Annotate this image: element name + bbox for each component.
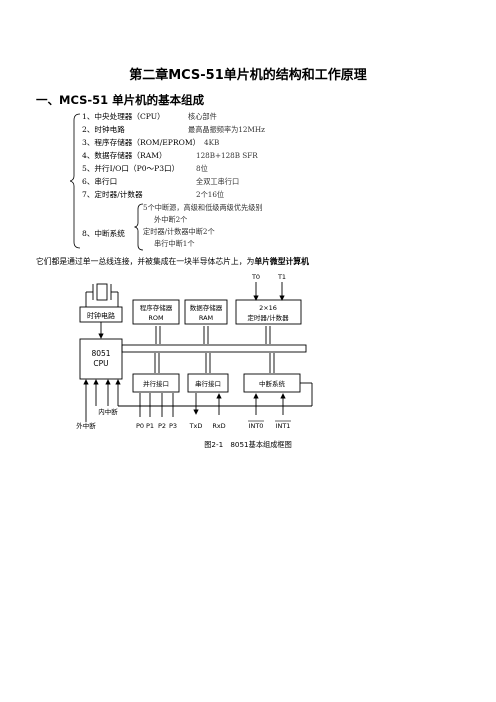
block-diagram: 时钟电路 程序存储器 ROM 数据存储器 RAM 2×16 定时器/计数器 T0… <box>76 273 313 430</box>
cpu-box <box>79 338 123 380</box>
component-note-timer: 2个16位 <box>196 190 225 199</box>
t1-label: T1 <box>277 273 286 281</box>
intro-text: 它们都是通过单一总线连接，并被集成在一块半导体芯片上，为 <box>36 257 255 266</box>
port-p2-label: P2 <box>158 422 166 430</box>
rxd-label: RxD <box>212 422 225 430</box>
component-name-cpu: 1、中央处理器（CPU） <box>82 112 165 121</box>
port-p0-label: P0 <box>136 422 144 430</box>
int1-label: INT1 <box>276 422 291 430</box>
serial-label: 串行接口 <box>195 379 221 388</box>
interrupt-detail-serial: 串行中断1个 <box>154 239 195 248</box>
timer-box <box>235 299 302 325</box>
section-title: 一、MCS-51 单片机的基本组成 <box>36 93 205 107</box>
intro-paragraph: 它们都是通过单一总线连接，并被集成在一块半导体芯片上，为单片微型计算机 <box>36 256 309 267</box>
interrupt-detail-sources: 5个中断源，高级和低级两级优先级别 <box>143 203 263 212</box>
component-note-io: 8位 <box>196 164 208 173</box>
rom-label-2: ROM <box>148 314 163 322</box>
component-name-serial: 6、串行口 <box>82 177 118 186</box>
outer-int-label: 外中断 <box>76 421 96 430</box>
timer-label-2: 定时器/计数器 <box>247 313 289 322</box>
component-name-interrupt: 8、中断系统 <box>82 229 125 238</box>
component-name-clock: 2、时钟电路 <box>82 125 125 134</box>
interrupt-detail-external: 外中断2个 <box>154 215 188 224</box>
component-name-ram: 4、数据存储器（RAM） <box>82 151 167 160</box>
interrupt-detail-timer: 定时器/计数器中断2个 <box>143 227 215 236</box>
serial-box <box>187 373 229 393</box>
int0-label: INT0 <box>249 422 264 430</box>
component-name-timer: 7、定时器/计数器 <box>82 190 143 199</box>
crystal-icon <box>96 283 108 301</box>
chapter-title: 第二章MCS-51单片机的结构和工作原理 <box>129 68 367 83</box>
list-bracket <box>70 113 81 249</box>
intsys-label: 中断系统 <box>259 379 286 388</box>
clock-label: 时钟电路 <box>87 311 115 320</box>
component-note-ram: 128B+128B SFR <box>196 151 258 160</box>
rom-label-1: 程序存储器 <box>140 303 173 312</box>
component-note-rom: 4KB <box>204 138 220 147</box>
rom-box <box>132 299 180 325</box>
ram-label-2: RAM <box>199 314 213 322</box>
intro-emphasis: 单片微型计算机 <box>254 257 309 266</box>
component-note-cpu: 核心部件 <box>188 112 217 121</box>
component-name-rom: 3、程序存储器（ROM/EPROM） <box>82 138 201 147</box>
system-bus <box>121 344 307 353</box>
ram-label-1: 数据存储器 <box>190 303 223 312</box>
inner-int-label: 内中断 <box>98 407 118 416</box>
cpu-label-1: 8051 <box>91 349 110 358</box>
ram-box <box>184 299 228 325</box>
timer-label-1: 2×16 <box>259 304 277 312</box>
parallel-label: 并行接口 <box>143 379 169 388</box>
txd-label: TxD <box>189 422 203 430</box>
parallel-box <box>132 373 180 393</box>
cpu-label-2: CPU <box>93 359 108 368</box>
component-name-io: 5、并行I/O口（P0～P3口） <box>82 164 180 173</box>
port-p3-label: P3 <box>169 422 177 430</box>
port-p1-label: P1 <box>146 422 154 430</box>
component-note-clock: 最高晶振频率为12MHz <box>188 125 265 134</box>
component-note-serial: 全双工串行口 <box>196 177 240 186</box>
interrupt-bracket <box>134 203 144 251</box>
figure-caption: 图2-1 8051基本组成框图 <box>204 440 292 449</box>
t0-label: T0 <box>251 273 260 281</box>
